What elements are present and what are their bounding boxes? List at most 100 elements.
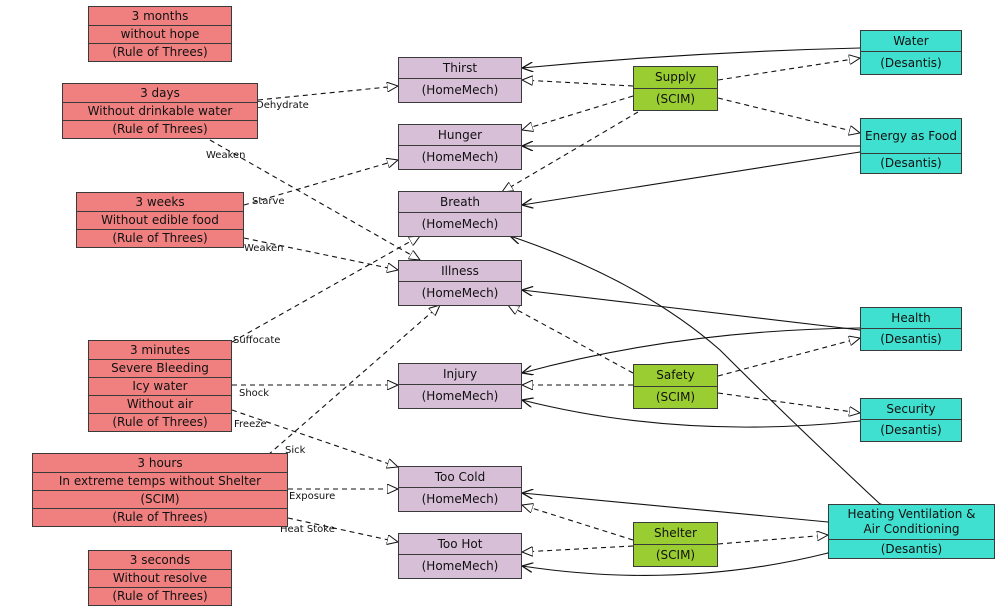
node-3-hours[interactable]: 3 hours In extreme temps without Shelter…	[32, 453, 288, 527]
node-water-source: (Desantis)	[861, 51, 961, 74]
node-energy-as-food[interactable]: Energy as Food (Desantis)	[860, 118, 962, 174]
node-3-minutes-bleeding: Severe Bleeding	[89, 359, 231, 377]
node-3-seconds-title: 3 seconds	[89, 551, 231, 569]
node-3-days-source: (Rule of Threes)	[63, 120, 257, 138]
node-hunger-source: (HomeMech)	[399, 145, 521, 169]
node-3-months-title: 3 months	[89, 7, 231, 25]
node-3-minutes-title: 3 minutes	[89, 341, 231, 359]
node-energy-as-food-title: Energy as Food	[861, 119, 961, 153]
node-safety[interactable]: Safety (SCIM)	[633, 364, 718, 409]
node-3-days-title: 3 days	[63, 84, 257, 102]
node-supply-title: Supply	[634, 67, 717, 88]
edge-safety-security	[717, 392, 860, 413]
node-health-title: Health	[861, 308, 961, 328]
node-too-cold-title: Too Cold	[399, 467, 521, 487]
node-hvac[interactable]: Heating Ventilation & Air Conditioning (…	[828, 504, 995, 559]
node-hunger-title: Hunger	[399, 125, 521, 145]
node-3-months-source: (Rule of Threes)	[89, 43, 231, 61]
node-3-seconds[interactable]: 3 seconds Without resolve (Rule of Three…	[88, 550, 232, 606]
node-3-seconds-source: (Rule of Threes)	[89, 587, 231, 605]
node-illness-title: Illness	[399, 261, 521, 281]
node-too-hot[interactable]: Too Hot (HomeMech)	[398, 533, 522, 579]
node-illness[interactable]: Illness (HomeMech)	[398, 260, 522, 306]
node-hunger[interactable]: Hunger (HomeMech)	[398, 124, 522, 170]
node-3-days-desc: Without drinkable water	[63, 102, 257, 120]
node-too-hot-source: (HomeMech)	[399, 554, 521, 578]
node-health-source: (Desantis)	[861, 328, 961, 350]
node-3-months-desc: without hope	[89, 25, 231, 43]
edge-label-freeze: Freeze	[234, 419, 267, 430]
edge-supply-breath	[502, 111, 639, 192]
edge-label-heat-stoke: Heat Stoke	[280, 524, 335, 535]
node-injury[interactable]: Injury (HomeMech)	[398, 363, 522, 409]
edge-label-sick: Sick	[285, 445, 306, 456]
node-safety-title: Safety	[634, 365, 717, 386]
node-hvac-title: Heating Ventilation & Air Conditioning	[829, 505, 994, 539]
edge-freeze	[231, 409, 398, 467]
edge-safety-health	[717, 338, 860, 377]
node-security[interactable]: Security (Desantis)	[860, 398, 962, 442]
node-supply-source: (SCIM)	[634, 88, 717, 110]
node-injury-source: (HomeMech)	[399, 384, 521, 408]
edge-shelter-toohot	[522, 545, 634, 552]
edge-health-illness	[522, 290, 860, 330]
node-water[interactable]: Water (Desantis)	[860, 30, 962, 75]
node-water-title: Water	[861, 31, 961, 51]
edge-shelter-hvac	[717, 535, 828, 545]
edge-hvac-breath	[510, 236, 880, 504]
edge-shelter-toocold	[522, 505, 634, 541]
edge-label-suffocate: Suffocate	[233, 335, 281, 346]
node-supply[interactable]: Supply (SCIM)	[633, 66, 718, 111]
edge-supply-water	[717, 58, 860, 81]
edge-heat-stoke	[287, 517, 398, 542]
node-3-hours-source: (Rule of Threes)	[33, 508, 287, 526]
edge-label-starve: Starve	[252, 196, 285, 207]
node-breath-title: Breath	[399, 192, 521, 212]
node-3-weeks-desc: Without edible food	[77, 211, 243, 229]
node-3-hours-title: 3 hours	[33, 454, 287, 472]
node-security-title: Security	[861, 399, 961, 419]
edge-label-dehydrate: Dehydrate	[256, 100, 309, 111]
edge-supply-thirst	[522, 80, 634, 87]
node-3-minutes-source: (Rule of Threes)	[89, 413, 231, 431]
node-health[interactable]: Health (Desantis)	[860, 307, 962, 351]
node-thirst[interactable]: Thirst (HomeMech)	[398, 57, 522, 103]
node-safety-source: (SCIM)	[634, 386, 717, 408]
edge-supply-energy	[717, 97, 860, 133]
edge-hvac-toocold	[522, 493, 828, 522]
node-breath-source: (HomeMech)	[399, 212, 521, 236]
edge-safety-illness	[508, 305, 634, 374]
node-thirst-title: Thirst	[399, 58, 521, 78]
node-3-weeks[interactable]: 3 weeks Without edible food (Rule of Thr…	[76, 192, 244, 248]
node-breath[interactable]: Breath (HomeMech)	[398, 191, 522, 237]
node-3-weeks-source: (Rule of Threes)	[77, 229, 243, 247]
node-3-hours-desc: In extreme temps without Shelter	[33, 472, 287, 490]
node-3-minutes-icy-water: Icy water	[89, 377, 231, 395]
node-shelter[interactable]: Shelter (SCIM)	[633, 522, 718, 567]
node-3-minutes-air: Without air	[89, 395, 231, 413]
node-security-source: (Desantis)	[861, 419, 961, 441]
node-too-cold-source: (HomeMech)	[399, 487, 521, 511]
edge-dehydrate	[257, 86, 398, 101]
node-3-minutes[interactable]: 3 minutes Severe Bleeding Icy water With…	[88, 340, 232, 432]
edge-label-weaken-weeks: Weaken	[244, 243, 284, 254]
edge-water-thirst	[522, 48, 860, 68]
node-3-months[interactable]: 3 months without hope (Rule of Threes)	[88, 6, 232, 62]
edge-energy-breath	[522, 152, 860, 205]
edge-supply-hunger	[522, 95, 634, 130]
node-hvac-source: (Desantis)	[829, 539, 994, 558]
node-injury-title: Injury	[399, 364, 521, 384]
node-3-hours-scim: (SCIM)	[33, 490, 287, 508]
edge-label-weaken-days: Weaken	[206, 150, 246, 161]
edge-label-exposure: Exposure	[289, 491, 336, 502]
node-3-days[interactable]: 3 days Without drinkable water (Rule of …	[62, 83, 258, 139]
edge-label-shock: Shock	[239, 388, 270, 399]
node-too-hot-title: Too Hot	[399, 534, 521, 554]
edge-sick	[267, 305, 440, 456]
node-shelter-title: Shelter	[634, 523, 717, 544]
node-illness-source: (HomeMech)	[399, 281, 521, 305]
node-shelter-source: (SCIM)	[634, 544, 717, 566]
node-too-cold[interactable]: Too Cold (HomeMech)	[398, 466, 522, 512]
